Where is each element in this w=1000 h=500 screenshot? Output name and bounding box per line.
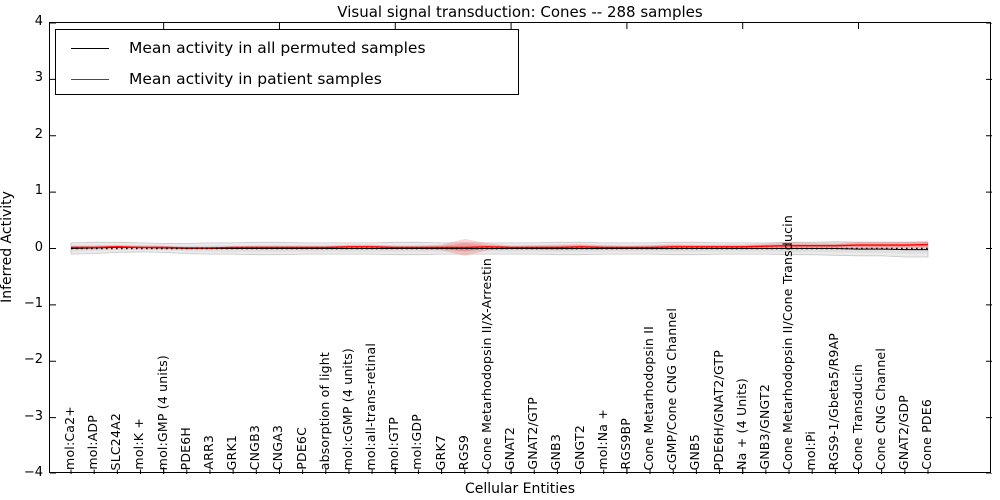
x-tick-label: PDE6C: [293, 427, 309, 470]
x-tick-label: Cone Transducin: [849, 363, 865, 470]
y-tick-label: 1: [34, 183, 43, 199]
legend-item-permuted: Mean activity in all permuted samples: [56, 33, 426, 63]
y-tick-label: 3: [34, 70, 43, 86]
x-tick-label: GRK7: [432, 434, 448, 470]
x-tick-label: Cone Metarhodopsin II: [641, 325, 657, 470]
x-tick-label: Cone PDE6: [919, 399, 934, 470]
x-tick-label: GNAT2/GDP: [895, 394, 911, 470]
legend-line-permuted-icon: [71, 47, 109, 49]
legend-line-patient-icon: [71, 78, 109, 80]
chart-title: Visual signal transduction: Cones -- 288…: [337, 3, 703, 21]
x-tick-label: PDE6H: [177, 426, 193, 470]
plot-canvas: [50, 23, 992, 474]
patient-mean-line: [71, 243, 929, 249]
x-tick-label: cGMP/Cone CNG Channel: [664, 307, 680, 470]
y-tick-label: 4: [34, 14, 43, 29]
y-tick-label: −3: [23, 408, 43, 424]
x-tick-label: Cone Metarhodopsin II/X-Arrestin: [478, 258, 494, 470]
x-tick-label: Cone Metarhodopsin II/Cone Transducin: [780, 215, 796, 470]
x-tick-label: mol:Ca2+: [62, 406, 77, 470]
x-tick-label: Na + (4 Units): [733, 378, 749, 470]
y-tick-label: 2: [34, 126, 43, 142]
x-tick-label: GNB5: [687, 433, 703, 470]
x-tick-label: RGS9: [455, 434, 471, 470]
x-tick-label: mol:GDP: [409, 414, 425, 470]
x-tick-label: PDE6H/GNAT2/GTP: [710, 349, 726, 470]
y-tick-label: −4: [23, 465, 43, 480]
legend-item-patient: Mean activity in patient samples: [56, 64, 382, 94]
x-tick-label: GNB3: [548, 433, 564, 470]
y-tick-label: 0: [34, 239, 43, 255]
x-tick-label: mol:K +: [131, 418, 147, 470]
x-tick-label: GNAT2/GTP: [525, 397, 541, 470]
permuted-band-outer: [70, 241, 929, 258]
x-tick-label: mol:cGMP (4 units): [339, 347, 355, 470]
x-tick-label: GNAT2: [502, 426, 518, 470]
x-tick-label: RGS9BP: [617, 418, 633, 470]
x-tick-label: mol:Na +: [594, 409, 610, 470]
legend-label-permuted: Mean activity in all permuted samples: [129, 39, 426, 57]
x-tick-label: GRK1: [224, 434, 240, 470]
y-tick-label: −2: [23, 352, 43, 368]
plot-area: [49, 22, 992, 474]
x-tick-label: ARR3: [200, 435, 216, 470]
x-tick-label: GNGT2: [571, 425, 587, 470]
x-tick-label: Cone CNG Channel: [872, 347, 888, 470]
x-tick-label: mol:ADP: [85, 415, 101, 470]
y-tick-label: −1: [23, 295, 43, 311]
x-tick-label: CNGB3: [247, 424, 263, 470]
legend: Mean activity in all permuted samples Me…: [55, 29, 519, 95]
x-tick-label: CNGA3: [270, 424, 286, 470]
legend-label-patient: Mean activity in patient samples: [129, 70, 382, 88]
x-tick-label: mol:GTP: [386, 416, 402, 470]
x-tick-label: mol:GMP (4 units): [154, 354, 170, 470]
x-tick-label: GNB3/GNGT2: [756, 384, 772, 470]
x-tick-label: SLC24A2: [108, 412, 124, 470]
x-tick-label: mol:all-trans-retinal: [363, 342, 379, 470]
x-tick-label: absorption of light: [316, 351, 332, 470]
x-tick-label: mol:Pi: [803, 430, 819, 470]
x-axis-label: Cellular Entities: [464, 481, 576, 497]
x-tick-label: RGS9-1/Gbeta5/R9AP: [826, 332, 842, 470]
